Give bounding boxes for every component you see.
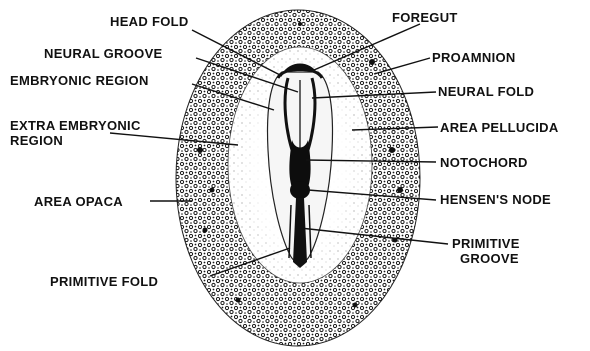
label-primitive-groove: PRIMITIVE GROOVE bbox=[452, 236, 520, 266]
label-primitive-fold: PRIMITIVE FOLD bbox=[50, 274, 158, 289]
label-extra-embryonic-region: EXTRA EMBRYONIC REGION bbox=[10, 118, 141, 148]
label-extra-embryonic-line2: REGION bbox=[10, 133, 141, 148]
label-proamnion: PROAMNION bbox=[432, 50, 516, 65]
label-notochord: NOTOCHORD bbox=[440, 155, 528, 170]
label-head-fold: HEAD FOLD bbox=[110, 14, 189, 29]
label-hensens-node: HENSEN'S NODE bbox=[440, 192, 551, 207]
label-foregut: FOREGUT bbox=[392, 10, 458, 25]
label-area-pellucida: AREA PELLUCIDA bbox=[440, 120, 559, 135]
label-primitive-groove-line1: PRIMITIVE bbox=[452, 236, 520, 251]
hensens-node-shape bbox=[290, 181, 310, 199]
label-primitive-groove-line2: GROOVE bbox=[452, 251, 520, 266]
label-embryonic-region: EMBRYONIC REGION bbox=[10, 73, 149, 88]
label-neural-groove: NEURAL GROOVE bbox=[44, 46, 163, 61]
label-extra-embryonic-line1: EXTRA EMBRYONIC bbox=[10, 118, 141, 133]
label-area-opaca: AREA OPACA bbox=[34, 194, 123, 209]
label-neural-fold: NEURAL FOLD bbox=[438, 84, 534, 99]
